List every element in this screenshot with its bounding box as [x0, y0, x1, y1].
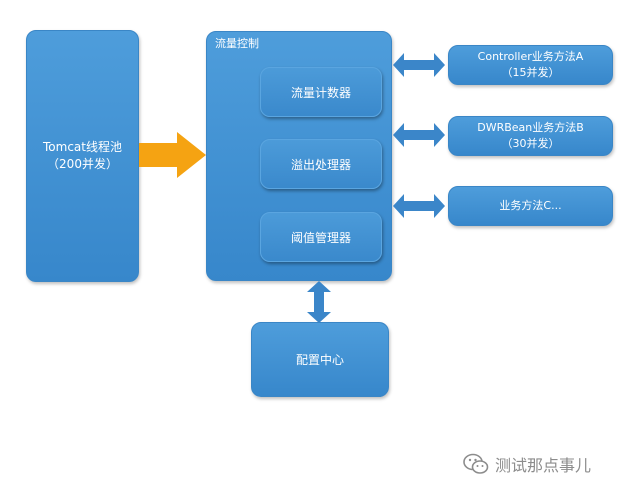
double-arrow-c	[393, 194, 445, 218]
flow-control-box: 流量控制 流量计数器 溢出处理器 阈值管理器	[206, 31, 392, 281]
flow-counter-box: 流量计数器	[260, 67, 382, 117]
method-a-title: Controller业务方法A	[477, 50, 584, 63]
orange-arrow	[139, 132, 206, 178]
flow-control-title: 流量控制	[215, 37, 259, 50]
config-center-box: 配置中心	[251, 322, 389, 397]
method-b-title: DWRBean业务方法B	[477, 121, 584, 134]
watermark: 测试那点事儿	[463, 452, 591, 476]
wechat-icon	[463, 453, 489, 474]
method-b-concurrency: （30并发）	[501, 137, 560, 150]
tomcat-thread-pool-box: Tomcat线程池 （200并发）	[26, 30, 139, 282]
tomcat-concurrency: （200并发）	[47, 157, 118, 171]
method-a-box: Controller业务方法A （15并发）	[448, 45, 613, 85]
method-b-box: DWRBean业务方法B （30并发）	[448, 116, 613, 156]
watermark-text: 测试那点事儿	[495, 456, 592, 475]
double-arrow-b	[393, 123, 445, 147]
method-a-concurrency: （15并发）	[501, 66, 560, 79]
overflow-handler-box: 溢出处理器	[260, 139, 382, 189]
threshold-manager-box: 阈值管理器	[260, 212, 382, 262]
tomcat-title: Tomcat线程池	[43, 140, 122, 154]
method-c-title: 业务方法C...	[499, 199, 562, 212]
vertical-double-arrow	[307, 281, 331, 323]
double-arrow-a	[393, 53, 445, 77]
method-c-box: 业务方法C...	[448, 186, 613, 226]
